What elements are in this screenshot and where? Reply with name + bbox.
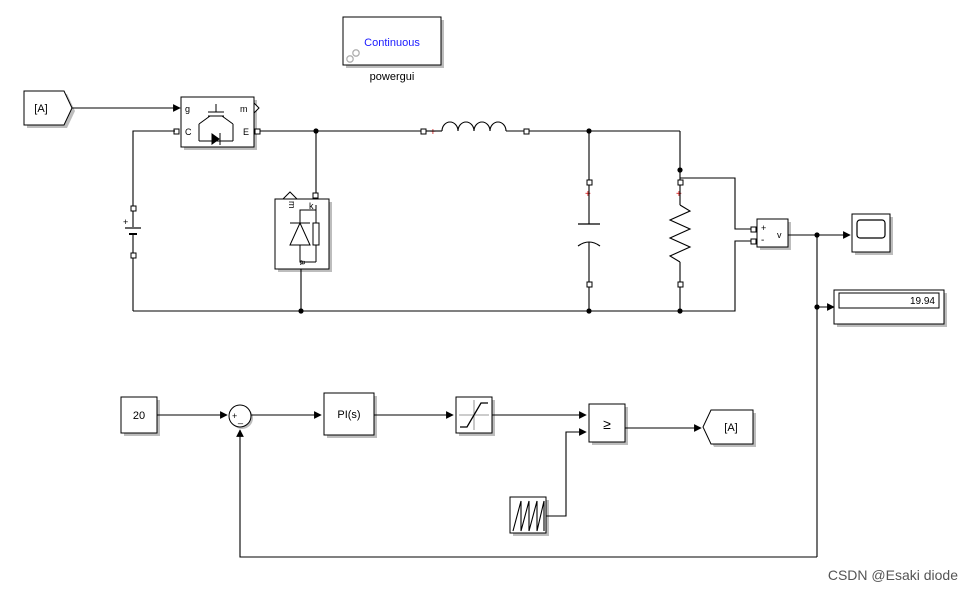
resistor-polarity-marker: + xyxy=(676,189,682,200)
powergui-mode-label: Continuous xyxy=(364,37,420,49)
igbt-port-e: E xyxy=(243,127,249,137)
resistor-block[interactable]: + xyxy=(668,179,692,288)
dc-voltage-source[interactable]: + xyxy=(123,205,141,259)
pi-controller-label: PI(s) xyxy=(337,409,360,421)
from-tag-label: [A] xyxy=(34,103,47,115)
watermark-text: CSDN @Esaki diode xyxy=(828,567,958,583)
vm-minus-label: - xyxy=(761,235,764,246)
saturation-block[interactable] xyxy=(455,396,495,436)
relational-operator-label: ≥ xyxy=(603,416,611,432)
sum-block[interactable]: + _ xyxy=(228,404,253,429)
vm-plus-label: + xyxy=(761,223,766,233)
constant-block[interactable]: 20 xyxy=(120,396,160,436)
voltage-measurement-block[interactable]: + - v xyxy=(750,218,791,250)
igbt-port-g: g xyxy=(185,104,190,114)
repeating-sequence-block[interactable] xyxy=(509,496,549,536)
pi-controller-block[interactable]: PI(s) xyxy=(323,392,377,438)
igbt-port-c: C xyxy=(185,127,192,137)
feedback-line xyxy=(236,429,817,558)
display-block[interactable]: 19.94 xyxy=(833,289,947,327)
igbt-e-terminal[interactable] xyxy=(254,128,261,135)
igbt-block[interactable]: g m C E xyxy=(180,96,260,150)
constant-value: 20 xyxy=(133,410,145,422)
sum-minus-label: _ xyxy=(237,414,244,424)
wire xyxy=(132,130,175,208)
scope-screen-icon xyxy=(856,219,886,239)
diode-port-m: m xyxy=(287,201,297,209)
scope-block[interactable] xyxy=(851,213,893,255)
wire xyxy=(133,240,752,312)
dc-source-plus-label: + xyxy=(123,217,128,227)
inductor-polarity-marker: + xyxy=(430,127,436,138)
diode-port-a: a xyxy=(298,260,308,265)
powergui-block-label: powergui xyxy=(370,71,415,83)
saturation-icon xyxy=(459,400,489,430)
display-value: 19.94 xyxy=(910,296,935,307)
diode-port-k: k xyxy=(309,201,314,211)
diode-icon xyxy=(289,205,320,263)
sawtooth-icon xyxy=(512,500,545,532)
link-icon xyxy=(346,49,360,63)
goto-tag-label: [A] xyxy=(724,422,737,434)
igbt-port-m: m xyxy=(240,104,248,114)
signal-line xyxy=(546,428,587,517)
igbt-symbol-icon xyxy=(198,104,234,145)
relational-operator-block[interactable]: ≥ xyxy=(588,403,628,445)
vm-out-label: v xyxy=(777,230,782,240)
inductor-block[interactable]: + xyxy=(420,121,530,138)
powergui-block[interactable]: Continuous xyxy=(342,16,444,68)
sum-plus-label: + xyxy=(232,411,237,421)
wire xyxy=(680,177,752,230)
capacitor-block[interactable]: + xyxy=(577,179,601,288)
capacitor-polarity-marker: + xyxy=(585,189,591,200)
from-block[interactable]: [A] xyxy=(23,90,75,128)
goto-block[interactable]: [A] xyxy=(702,409,756,447)
diode-block[interactable]: m k a xyxy=(274,191,332,272)
igbt-m-port-icon xyxy=(253,101,260,115)
